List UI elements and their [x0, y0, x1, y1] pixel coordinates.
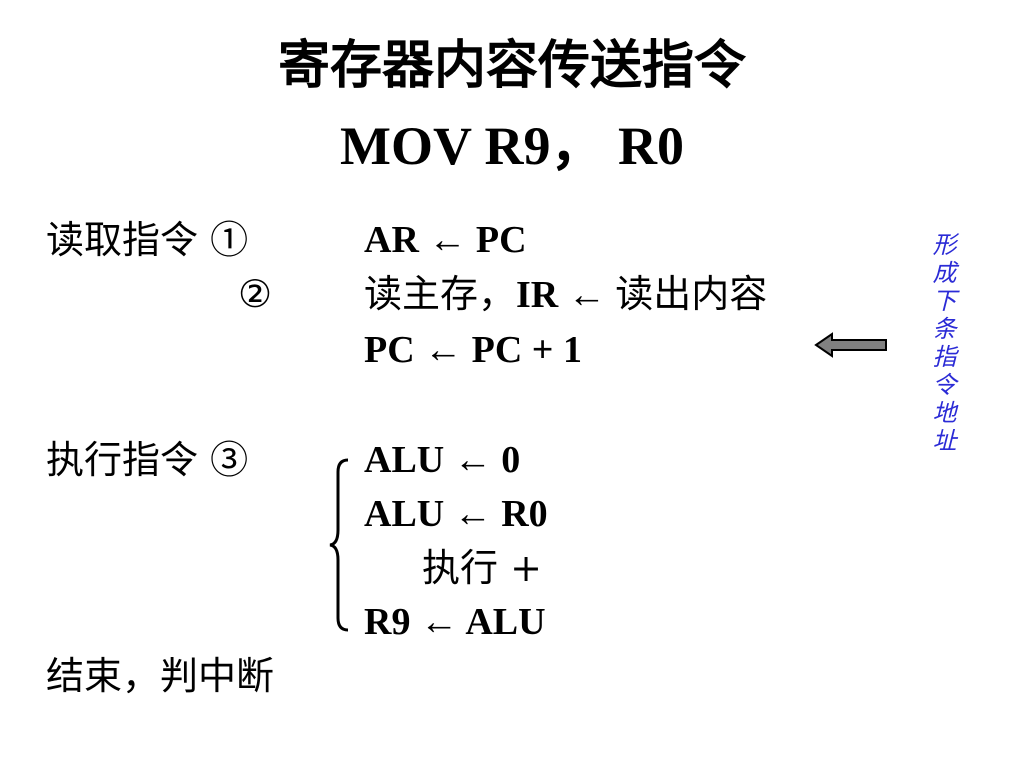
fetch-step2-op: 读主存，IR ← 读出内容 — [364, 272, 767, 317]
title-line-2: MOV R9， R0 — [340, 116, 684, 176]
left-brace-icon — [329, 458, 349, 632]
side-note-vertical: 形成下条指令地址 — [924, 232, 960, 463]
execute-op-2: ALU ← R0 — [364, 493, 548, 535]
execute-op-1: ALU ← 0 — [364, 439, 521, 481]
fetch-step2-ir: IR ← — [516, 274, 616, 316]
left-arrow-icon — [814, 332, 887, 358]
side-note-text: 形成下条指令地址 — [928, 232, 956, 456]
title-line-1: 寄存器内容传送指令 — [277, 35, 746, 96]
fetch-step2-marker: ② — [238, 272, 273, 316]
execute-label: 执行指令 ③ — [46, 438, 249, 482]
fetch-step1-op: AR ← PC — [364, 219, 527, 261]
execute-op-4: R9 ← ALU — [364, 601, 546, 643]
end-label: 结束，判中断 — [46, 654, 275, 698]
fetch-step3-op: PC ← PC + 1 — [364, 329, 582, 371]
fetch-label: 读取指令 ① — [46, 218, 249, 262]
execute-op-3: 执行 + — [422, 546, 542, 590]
fetch-step2-content: 读出内容 — [615, 272, 768, 316]
fetch-step2-read: 读主存， — [364, 272, 517, 316]
